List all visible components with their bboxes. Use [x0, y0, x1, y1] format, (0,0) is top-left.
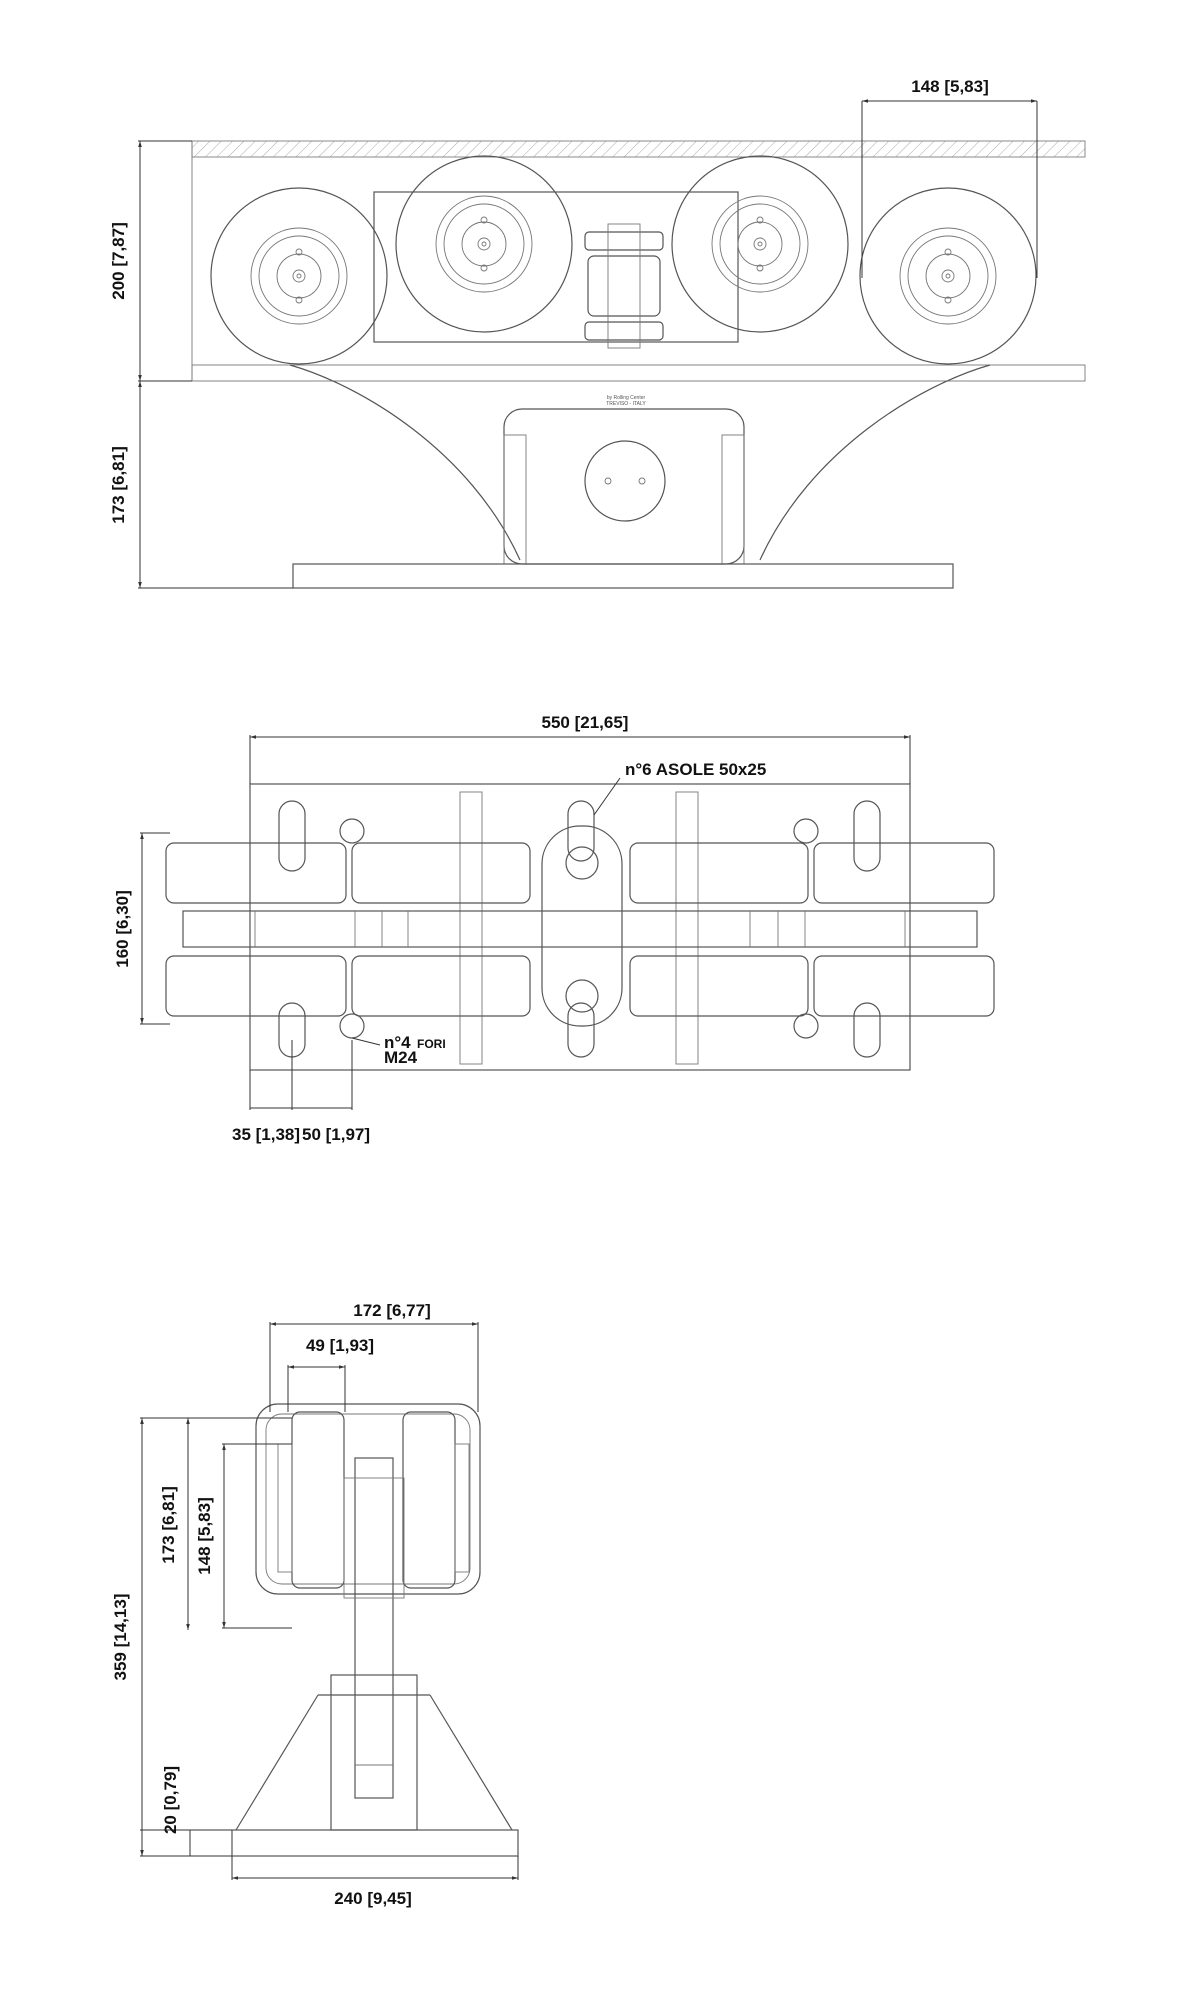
dim-wheel-height: 148 [5,83]	[195, 1497, 214, 1575]
dim-base-thickness: 20 [0,79]	[161, 1766, 180, 1834]
dim-length: 550 [21,65]	[542, 713, 629, 732]
dim-upper-height: 200 [7,87]	[109, 222, 128, 300]
track-hatch	[191, 140, 1086, 158]
dim-upper-height: 173 [6,81]	[159, 1486, 178, 1564]
note-holes-sub: FORI	[417, 1037, 446, 1051]
plan-view: 550 [21,65] n°6 ASOLE 50x25 160 [6,30] n…	[113, 713, 995, 1144]
wheel-3	[671, 155, 849, 333]
dim-width: 160 [6,30]	[113, 890, 132, 968]
base-plate	[249, 783, 911, 1071]
dim-hole-offset: 35 [1,38]	[232, 1125, 300, 1144]
guide-roller-stack	[584, 223, 664, 349]
dim-base-width: 240 [9,45]	[334, 1889, 412, 1908]
dim-lower-height: 173 [6,81]	[109, 446, 128, 524]
note-holes-count: n°4	[384, 1033, 411, 1052]
wheel-4	[859, 187, 1037, 365]
dim-wheel-width: 49 [1,93]	[306, 1336, 374, 1355]
front-view: by Rolling Center TREVISO - ITALY 148 [5…	[109, 77, 1086, 589]
maker-location-text: TREVISO - ITALY	[606, 401, 646, 407]
dim-wheel-pitch: 148 [5,83]	[911, 77, 989, 96]
side-view: 172 [6,77] 49 [1,93] 359 [14,13] 173 [6,…	[111, 1301, 519, 1908]
dim-overall-width: 172 [6,77]	[353, 1301, 431, 1320]
dim-hole-spacing: 50 [1,97]	[302, 1125, 370, 1144]
note-slots: n°6 ASOLE 50x25	[625, 760, 766, 779]
maker-text: by Rolling Center	[607, 395, 646, 401]
dim-total-height: 359 [14,13]	[111, 1594, 130, 1681]
wheel-2	[395, 155, 573, 333]
note-holes-thread: M24	[384, 1048, 418, 1067]
wheel-1	[210, 187, 388, 365]
